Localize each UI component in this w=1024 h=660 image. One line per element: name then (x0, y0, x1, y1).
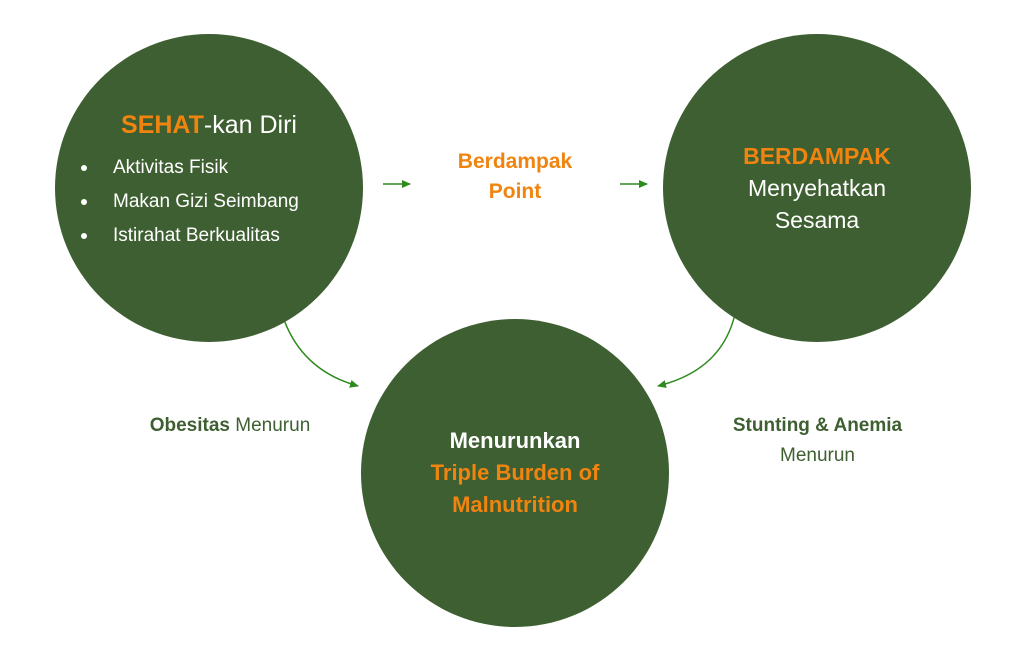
arrow-left-to-bottom (281, 313, 359, 388)
bullet-dot-icon (81, 165, 87, 171)
middle-label-line1: Berdampak (457, 150, 573, 173)
circle-text: BERDAMPAK Menyehatkan Sesama (663, 140, 971, 236)
outcome-rest: Menurun (235, 415, 311, 436)
bullet-text: Aktivitas Fisik (113, 157, 229, 178)
obesitas-outcome-label: Obesitas Menurun (110, 411, 350, 441)
outcome-bold: Stunting & Anemia (732, 415, 903, 436)
bullet-item: Makan Gizi Seimbang (81, 185, 299, 219)
bullet-item: Aktivitas Fisik (81, 151, 299, 185)
bottom-line1: Menurunkan (449, 428, 581, 453)
bullet-list: Aktivitas Fisik Makan Gizi Seimbang Isti… (81, 151, 299, 253)
bullet-text: Istirahat Berkualitas (113, 225, 280, 246)
circle-menurunkan-malnutrition: Menurunkan Triple Burden of Malnutrition (361, 319, 669, 627)
circle-title: SEHAT-kan Diri (55, 110, 363, 140)
title-highlight: SEHAT (121, 111, 204, 139)
middle-label-line2: Point (488, 180, 542, 203)
outcome-bold: Obesitas (149, 415, 230, 436)
bullet-dot-icon (81, 233, 87, 239)
outcome-rest: Menurun (780, 445, 855, 466)
circle-text: Menurunkan Triple Burden of Malnutrition (361, 425, 669, 521)
bullet-item: Istirahat Berkualitas (81, 219, 299, 253)
right-highlight: BERDAMPAK (743, 143, 891, 169)
circle-berdampak: BERDAMPAK Menyehatkan Sesama (663, 34, 971, 342)
right-line1: Menyehatkan (747, 175, 887, 201)
right-line2: Sesama (774, 207, 860, 233)
bottom-line3: Malnutrition (452, 492, 578, 517)
bullet-dot-icon (81, 199, 87, 205)
arrow-right-to-bottom (657, 313, 736, 388)
bottom-line2: Triple Burden of (430, 460, 600, 485)
berdampak-point-label: Berdampak Point (430, 147, 600, 207)
stunting-anemia-outcome-label: Stunting & Anemia Menurun (695, 411, 940, 471)
bullet-text: Makan Gizi Seimbang (113, 191, 299, 212)
title-rest: -kan Diri (203, 111, 297, 139)
circle-sehatkan-diri: SEHAT-kan Diri Aktivitas Fisik Makan Giz… (55, 34, 363, 342)
